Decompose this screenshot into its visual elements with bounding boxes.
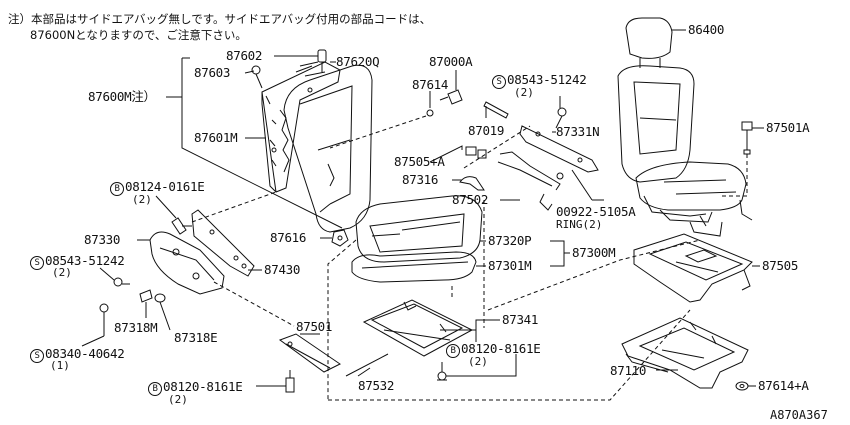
complete-seat-86400 [618,18,752,236]
rail-87501 [280,334,340,372]
bolt-87501a [742,122,752,154]
label-87505[interactable]: 87505 [762,258,799,273]
screw-08543-top [556,108,566,128]
label-87000a[interactable]: 87000A [429,54,473,69]
cushion-pad-87301m [352,252,476,282]
screw-08543-left [114,278,130,286]
qty-08340: (1) [50,359,70,372]
dashed-08124 [192,192,276,222]
slide-rail-87110 [622,318,748,388]
label-87019[interactable]: 87019 [468,123,505,138]
label-87614a[interactable]: 87614+A [758,378,809,393]
seatback-cushion [284,65,372,232]
bolt-08120-bottom [286,370,294,392]
label-87505a[interactable]: 87505+A [394,154,445,169]
side-bracket-87330 [150,232,224,294]
qty-08543-left: (2) [52,266,72,279]
label-87600m[interactable]: 87600M注） [88,89,156,104]
bolt-08124 [172,218,192,234]
prefix-b-icon: B [446,344,460,358]
rod-87532 [346,354,388,376]
knob-87616 [332,230,348,246]
label-86400[interactable]: 86400 [688,22,725,37]
label-87341[interactable]: 87341 [502,312,539,327]
part-number: 08120-8161E [163,379,243,394]
qty-08124: (2) [132,193,152,206]
part-number: 08120-8161E [461,341,541,356]
label-87430[interactable]: 87430 [264,262,301,277]
bolt-87614 [427,110,433,116]
label-87501a[interactable]: 87501A [766,120,810,135]
airbag-note-line1: 注）本部品はサイドエアバッグ無しです。サイドエアバッグ付用の部品コードは、 [8,12,432,26]
bracket-87300m [550,241,564,266]
bracket-87331n [520,126,598,172]
qty-08120-bottom: (2) [168,393,188,406]
label-87318e[interactable]: 87318E [174,330,218,345]
label-87301m[interactable]: 87301M [488,258,532,273]
bracket-87430 [192,210,254,276]
diagram-reference-code: A870A367 [770,408,828,422]
label-87601m[interactable]: 87601M [194,130,238,145]
label-87300m[interactable]: 87300M [572,245,616,260]
qty-08120-mid: (2) [468,355,488,368]
dashed-87614 [330,116,426,148]
bolt-87000a [440,90,462,104]
cable-assembly-87502 [498,152,563,210]
clip-87505a [466,147,486,158]
label-87532[interactable]: 87532 [358,378,395,393]
part-number: 08124-0161E [125,179,205,194]
bolt-87318m [140,290,152,318]
prefix-s-icon: S [492,75,506,89]
part-number: 08543-51242 [507,72,587,87]
ring-00922: RING(2) [556,218,603,231]
seatback-frame [262,62,340,192]
dashed-87501a [722,154,747,196]
part-number: 08543-51242 [45,253,125,268]
dashed-center-2 [328,240,356,400]
dashed-center [328,126,690,400]
bolt-87318e [155,294,165,302]
clip-87603 [252,66,262,88]
seatback-group-bracket [182,58,342,228]
qty-08543-top: (2) [514,86,534,99]
screw-08340 [100,304,108,336]
label-87316[interactable]: 87316 [402,172,439,187]
slide-base-87505 [634,234,752,302]
airbag-note-line2: 87600Nとなりますので、ご注意下さい。 [30,28,247,42]
label-87110[interactable]: 87110 [610,363,647,378]
prefix-b-icon: B [148,382,162,396]
label-87331n[interactable]: 87331N [556,124,600,139]
prefix-s-icon: S [30,256,44,270]
prefix-s-icon: S [30,349,44,363]
label-87501[interactable]: 87501 [296,319,333,334]
label-87620q[interactable]: 87620Q [336,54,380,69]
lever-87316 [460,177,484,190]
label-00922[interactable]: 00922-5105A [556,204,636,219]
dashed-side-bracket [214,282,294,326]
label-87502[interactable]: 87502 [452,192,489,207]
label-87320p[interactable]: 87320P [488,233,532,248]
label-87602[interactable]: 87602 [226,48,263,63]
label-87318m[interactable]: 87318M [114,320,158,335]
part-87019 [484,102,508,118]
label-87603[interactable]: 87603 [194,65,231,80]
seat-cushion-87320p [356,196,482,262]
label-87616[interactable]: 87616 [270,230,307,245]
label-87330[interactable]: 87330 [84,232,121,247]
headrest-guide-87602 [318,50,326,72]
screw-08120-mid [437,362,447,380]
washer-87614a [736,382,748,390]
part-number: 08340-40642 [45,346,125,361]
label-87614[interactable]: 87614 [412,77,449,92]
prefix-b-icon: B [110,182,124,196]
